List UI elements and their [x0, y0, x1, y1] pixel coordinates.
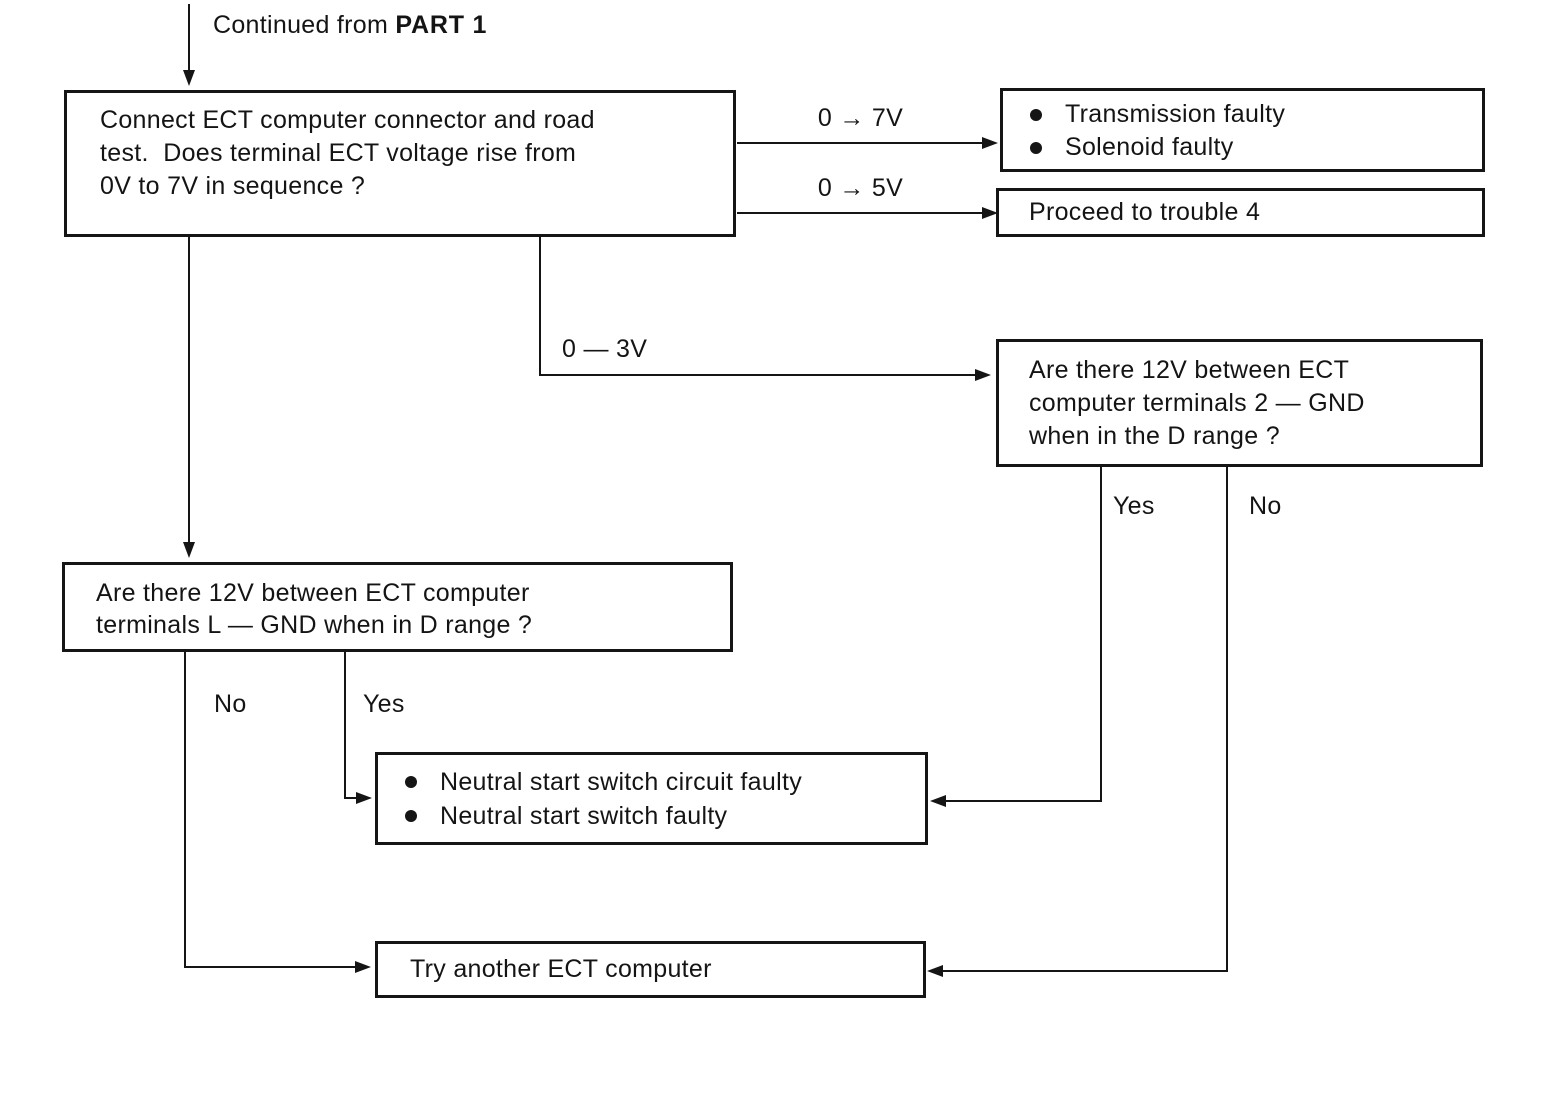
arrowhead-right-icon [355, 961, 371, 973]
connector-line [946, 800, 1102, 802]
connector-line [943, 970, 1228, 972]
edge-label-yes-left: Yes [363, 690, 405, 718]
node-text-line: test. Does terminal ECT voltage rise fro… [100, 139, 577, 167]
start-label-part: PART 1 [395, 11, 488, 39]
edge-label-no-left: No [214, 690, 247, 718]
node-text-line: 0V to 7V in sequence ? [100, 172, 366, 200]
node-text-line: Try another ECT computer [410, 955, 712, 983]
node-try-another-ect: Try another ECT computer [375, 941, 926, 998]
connector-line [737, 142, 984, 144]
bullet-icon [1030, 141, 1042, 154]
node-neutral-start-switch: Neutral start switch circuit faulty Neut… [375, 752, 928, 845]
arrowhead-right-icon [975, 369, 991, 381]
node-text-line: Transmission faulty [1065, 100, 1286, 128]
connector-line [539, 374, 977, 376]
connector-line [344, 797, 358, 799]
node-transmission-solenoid-faulty: Transmission faulty Solenoid faulty [1000, 88, 1485, 172]
node-text-line: computer terminals 2 — GND [1029, 389, 1365, 417]
connector-line [539, 237, 541, 376]
edge-label-0-7v: 0 → 7V [817, 104, 904, 132]
arrowhead-left-icon [930, 795, 946, 807]
node-text-line: Connect ECT computer connector and road [100, 106, 595, 134]
edge-label-no-right: No [1249, 492, 1282, 520]
node-text-line: when in the D range ? [1029, 422, 1280, 450]
connector-line [737, 212, 984, 214]
arrowhead-left-icon [927, 965, 943, 977]
arrowhead-right-icon [356, 792, 372, 804]
connector-line [188, 4, 190, 72]
connector-line [184, 966, 357, 968]
connector-line [188, 237, 190, 544]
node-text-line: Proceed to trouble 4 [1029, 198, 1261, 226]
node-text-line: Are there 12V between ECT [1029, 356, 1350, 384]
arrowhead-right-icon [982, 207, 998, 219]
node-question-l-gnd: Are there 12V between ECT computer termi… [62, 562, 733, 652]
edge-label-0-5v: 0 → 5V [817, 174, 904, 202]
node-text-line: Neutral start switch faulty [440, 802, 728, 830]
node-text-line: Are there 12V between ECT computer [96, 579, 530, 607]
node-text-line: Neutral start switch circuit faulty [440, 768, 802, 796]
connector-line [1100, 467, 1102, 802]
node-text-line: Solenoid faulty [1065, 133, 1234, 161]
node-proceed-trouble-4: Proceed to trouble 4 [996, 188, 1485, 237]
arrowhead-down-icon [183, 542, 195, 558]
node-question-2-gnd: Are there 12V between ECT computer termi… [996, 339, 1483, 467]
node-connect-road-test: Connect ECT computer connector and road … [64, 90, 736, 237]
arrowhead-right-icon [982, 137, 998, 149]
connector-line [1226, 467, 1228, 972]
bullet-icon [1030, 108, 1042, 121]
start-label-prefix: Continued from [213, 11, 396, 39]
arrowhead-down-icon [183, 70, 195, 86]
connector-line [344, 652, 346, 799]
connector-line [184, 652, 186, 968]
node-text-line: terminals L — GND when in D range ? [96, 611, 533, 639]
edge-label-0-3v: 0 — 3V [562, 335, 648, 363]
start-label: Continued from PART 1 [213, 11, 487, 40]
edge-label-yes-right: Yes [1113, 492, 1155, 520]
bullet-icon [405, 810, 417, 822]
bullet-icon [405, 776, 417, 788]
